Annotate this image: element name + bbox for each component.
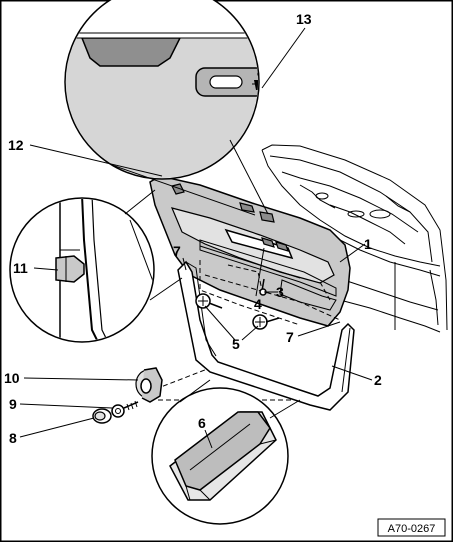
vehicle-rear-outline bbox=[261, 144, 448, 333]
callout-6: 6 bbox=[198, 415, 206, 431]
callout-12: 12 bbox=[8, 137, 24, 153]
callout-1: 1 bbox=[364, 236, 372, 252]
bumper-10 bbox=[135, 367, 163, 403]
detail-circle-6 bbox=[151, 379, 301, 525]
callout-11: 11 bbox=[13, 260, 28, 276]
callout-10: 10 bbox=[4, 370, 20, 386]
callout-8: 8 bbox=[9, 430, 17, 446]
callout-5: 5 bbox=[232, 336, 240, 352]
callout-7-right: 7 bbox=[286, 329, 294, 345]
screw-3 bbox=[259, 278, 267, 296]
tailgate-trim-panel bbox=[149, 175, 351, 327]
screw-5-left bbox=[195, 293, 223, 309]
reference-code-box: A70-0267 bbox=[377, 518, 446, 537]
detail-circle-11 bbox=[9, 189, 183, 343]
cap-8 bbox=[92, 408, 112, 424]
callout-4: 4 bbox=[254, 296, 262, 312]
callout-labels: 12 13 1 2 3 4 5 6 7 7 8 9 10 11 bbox=[4, 11, 382, 446]
callout-13: 13 bbox=[296, 11, 312, 27]
reference-code: A70-0267 bbox=[388, 523, 436, 535]
retaining-clip bbox=[55, 255, 85, 283]
callout-2: 2 bbox=[374, 372, 382, 388]
seat-icon bbox=[252, 71, 258, 90]
callout-7-left: 7 bbox=[173, 243, 181, 259]
leader-lines bbox=[19, 27, 373, 449]
callout-9: 9 bbox=[9, 396, 17, 412]
screw-5-right bbox=[252, 314, 280, 330]
screw-9 bbox=[111, 400, 139, 418]
callout-3: 3 bbox=[276, 284, 284, 300]
seal-profile bbox=[174, 411, 271, 491]
